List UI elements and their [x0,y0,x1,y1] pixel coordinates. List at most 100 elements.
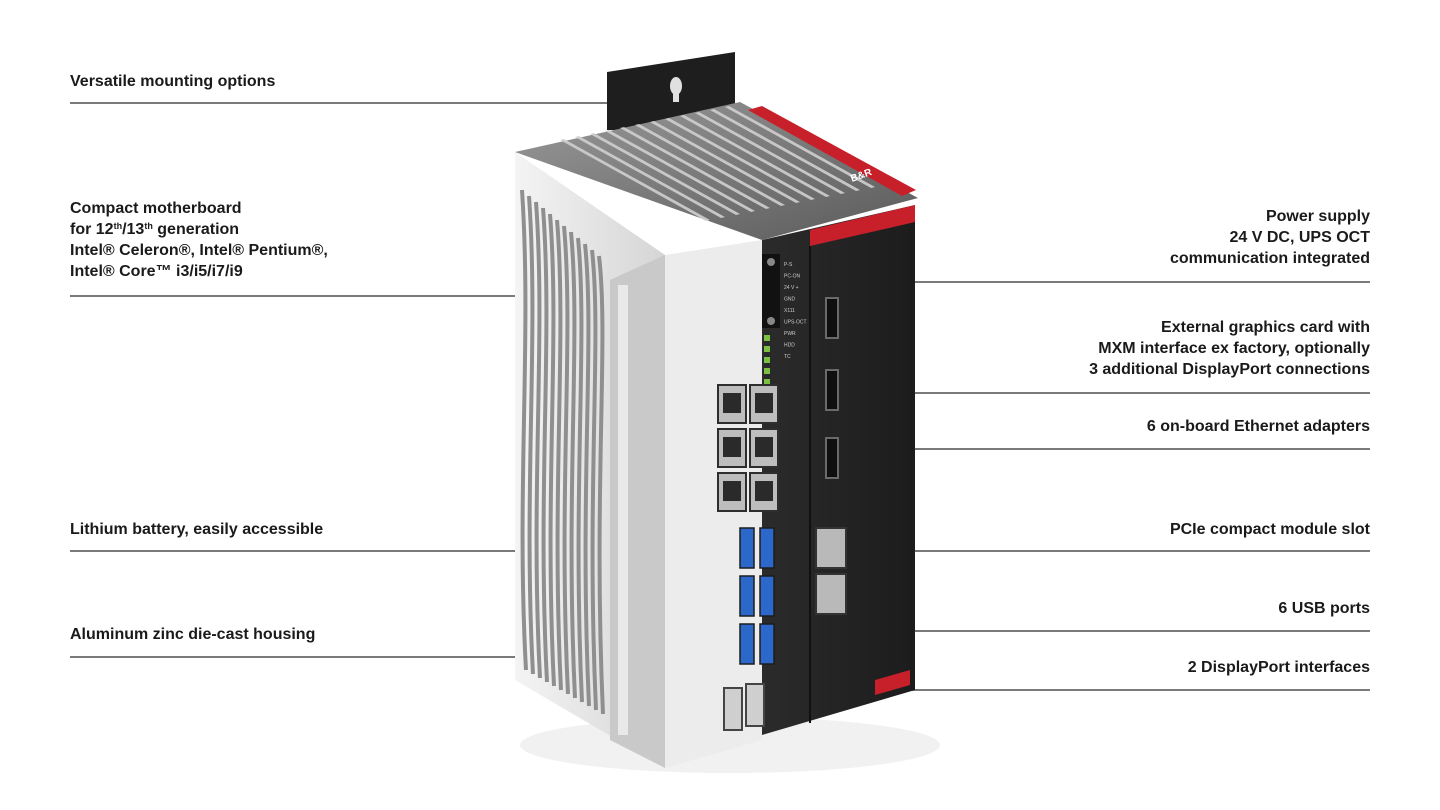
connector-label: TC [784,354,791,360]
label-line: Aluminum zinc die-cast housing [70,626,316,643]
label-line: 2 DisplayPort interfaces [1187,659,1370,676]
side-fin [541,207,549,683]
usb-port [759,575,775,617]
top-fin [575,136,725,218]
leader-line-pcie [830,550,1370,552]
top-fin [605,130,755,212]
label-line: communication integrated [1169,250,1370,267]
displayport-2 [745,683,765,727]
label-mounting-options: Versatile mounting options [70,71,275,92]
ethernet-socket [755,437,773,457]
side-fin [562,225,570,695]
label-line: Versatile mounting options [70,73,276,90]
label-line: for 12th/13th generation [70,221,240,238]
label-line: 24 V DC, UPS OCT [1229,229,1370,246]
top-fin [620,127,770,209]
ethernet-socket [723,481,741,501]
top-fin [710,109,860,191]
usb-port [739,623,755,665]
label-line: External graphics card with [1161,319,1370,336]
leader-line-ethernet [770,448,1370,450]
top-fin [560,139,710,221]
top-fin [590,133,740,215]
label-ethernet: 6 on-board Ethernet adapters [1147,416,1370,437]
side-fin [569,231,577,699]
connector-label: P-S [784,262,793,268]
connector-screw-top [767,258,775,266]
front-red-accent-top [810,205,915,246]
status-led [764,357,770,363]
usb-port [739,527,755,569]
leader-line-mounting [70,102,618,104]
label-pcie-slot: PCIe compact module slot [1170,519,1370,540]
label-line: 6 on-board Ethernet adapters [1146,418,1370,435]
gfx-displayport-3 [825,437,839,479]
connector-label: HDD [784,343,795,349]
status-led [764,368,770,374]
label-lithium-battery: Lithium battery, easily accessible [70,519,323,540]
connector-label: UPS-OCT [784,320,807,326]
label-line: Lithium battery, easily accessible [70,521,324,538]
label-line: Compact motherboard [70,200,242,217]
label-line: PCIe compact module slot [1169,521,1370,538]
top-red-accent [748,106,916,196]
label-displayport: 2 DisplayPort interfaces [1188,657,1370,678]
connector-label: PC-ON [784,274,801,280]
top-fin [665,118,815,200]
top-fin [695,112,845,194]
leader-line-usb [770,630,1370,632]
status-led [764,379,770,385]
status-leds [764,335,770,385]
ethernet-socket [755,481,773,501]
leader-line-graphics [840,392,1370,394]
bezel-highlight [618,285,628,735]
usb-port [759,527,775,569]
connector-label: PWR [784,331,796,337]
gfx-displayport-1 [825,297,839,339]
top-fin [725,106,875,188]
side-fin [520,189,528,671]
usb-port [759,623,775,665]
status-led [764,346,770,352]
keyhole-slot-icon [673,90,679,102]
label-line: Intel® Celeron®, Intel® Pentium®, [70,242,328,259]
label-graphics-card: External graphics card with MXM interfac… [1089,317,1370,380]
leader-line-housing [70,656,618,658]
ethernet-ports [717,384,779,512]
gfx-displayport-2 [825,369,839,411]
connector-label: X111 [784,308,795,314]
side-cooling-fins [520,189,605,715]
label-power-supply: Power supply 24 V DC, UPS OCT communicat… [1170,206,1370,269]
label-line: MXM interface ex factory, optionally [1098,340,1370,357]
ethernet-socket [723,393,741,413]
side-fin [590,249,598,711]
label-line: 6 USB ports [1278,600,1370,617]
front-red-accent-bottom [875,670,910,695]
usb-ports [739,527,775,665]
label-line: 3 additional DisplayPort connections [1089,361,1370,378]
power-connector [762,254,780,328]
silver-front-face [665,240,762,768]
side-fin [527,195,535,675]
connector-label: GND [784,297,796,303]
leader-line-power [780,281,1370,283]
label-motherboard: Compact motherboard for 12th/13th genera… [70,198,328,282]
ethernet-socket [723,437,741,457]
label-line: Power supply [1265,208,1370,225]
connector-label: 24 V + [784,285,799,291]
status-led [764,335,770,341]
label-line: Intel® Core™ i3/i5/i7/i9 [70,263,243,280]
leader-line-battery [70,550,540,552]
side-fin [583,243,591,707]
top-fin [635,124,785,206]
usb-port [739,575,755,617]
top-fin [680,115,830,197]
leader-line-displayport [770,689,1370,691]
pcie-lan-port-1 [815,527,847,569]
side-fin [534,201,542,679]
side-fin [555,219,563,691]
pcie-lan-port-2 [815,573,847,615]
connector-screw-bottom [767,317,775,325]
side-fin [576,237,584,703]
